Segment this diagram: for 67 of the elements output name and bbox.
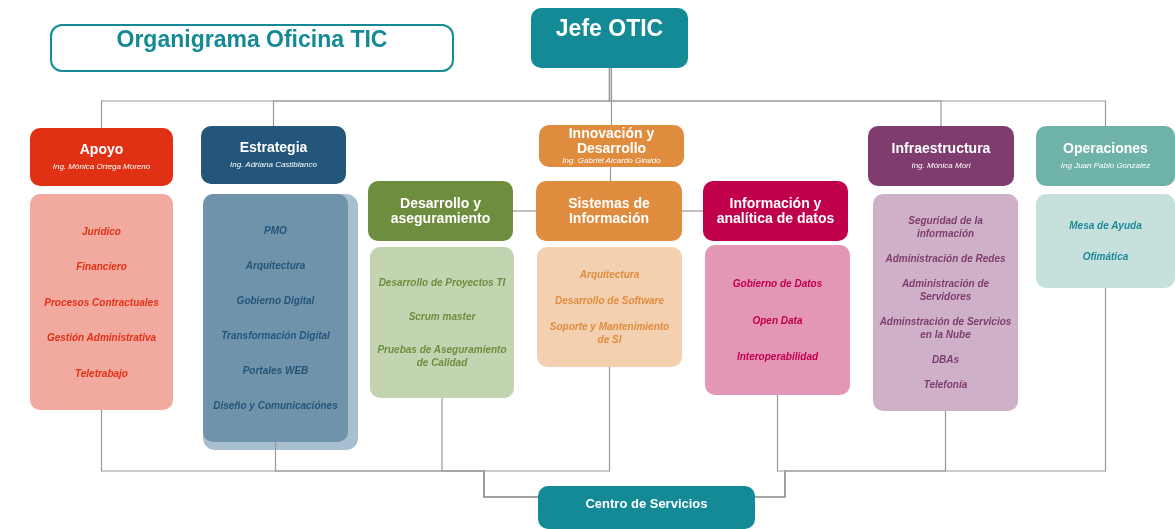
- connector-line: [610, 67, 613, 126]
- unit-name: Información y analítica de datos: [715, 196, 836, 226]
- unit-box: [868, 126, 1014, 186]
- list-item: Administración de Redes: [885, 252, 1006, 265]
- list-item: Gestión Administrativa: [46, 331, 157, 344]
- unit-box: [531, 8, 688, 68]
- unit-name: Jefe OTIC: [555, 16, 664, 41]
- connector-line: [512, 210, 537, 212]
- unit-box: [201, 126, 346, 184]
- manager-name: Ing. Mónica Mori: [911, 161, 971, 171]
- manager-name: Ing. Mónica Ortega Moreno: [52, 162, 151, 172]
- unit-name: Operaciones: [1063, 141, 1148, 156]
- list-item: Scrum master: [408, 309, 476, 323]
- item-list-card: [1036, 194, 1175, 288]
- unit-box: [539, 125, 684, 167]
- manager-name: Ing Juan Pablo Gonzalez: [1060, 161, 1151, 171]
- list-item: Pruebas de Aseguramiento de Calidad: [376, 343, 508, 370]
- list-item: Gobierno de Datos: [732, 276, 823, 290]
- list-item: Telefonía: [923, 378, 968, 391]
- unit-name: Estrategia: [239, 140, 308, 155]
- unit-box: [538, 486, 755, 529]
- list-item: Desarrollo de Software: [555, 294, 664, 307]
- list-item: Portales WEB: [242, 364, 309, 377]
- list-item: Ofimática: [1082, 249, 1129, 263]
- unit-name: Infraestructura: [891, 141, 991, 156]
- unit-box: [536, 181, 682, 241]
- item-list-card: [203, 194, 348, 442]
- list-item: Diseño y Comunicaciónes: [213, 399, 338, 412]
- item-list-card: [370, 247, 514, 398]
- list-item: Arquitectura: [579, 268, 640, 281]
- unit-box: [30, 128, 173, 186]
- list-item: Desarrollo de Proyectos TI: [378, 275, 506, 289]
- unit-box: [703, 181, 848, 241]
- list-item: Jurídico: [82, 224, 121, 238]
- manager-name: Ing. Adriana Castiblanco: [230, 160, 317, 170]
- unit-name: Sistemas de Información: [567, 196, 651, 226]
- list-item: DBAs: [931, 353, 960, 366]
- list-item: Open Data: [752, 313, 803, 327]
- connector-line: [681, 210, 704, 212]
- item-list-card: [30, 194, 173, 410]
- connector-line: [608, 67, 1107, 127]
- unit-name: Centro de Servicios: [585, 496, 708, 511]
- unit-box: [1036, 126, 1175, 186]
- unit-name: Innovación y Desarrollo: [567, 125, 656, 156]
- connector-line: [754, 287, 1107, 498]
- item-list-card: [873, 194, 1018, 411]
- list-item: Adminstración de Servicios en la Nube: [879, 315, 1012, 341]
- item-list-card: [705, 245, 850, 395]
- list-item: Procesos Contractuales: [44, 295, 159, 309]
- list-item: Mesa de Ayuda: [1069, 219, 1142, 233]
- manager-name: Ing. Gabriel Aicardo Giraldo: [562, 157, 661, 167]
- unit-name: Apoyo: [79, 142, 124, 157]
- item-list-card: [537, 247, 682, 367]
- list-item: PMO: [264, 224, 287, 237]
- list-item: Gobierno Digital: [236, 294, 315, 307]
- list-item: Interoperabilidad: [736, 350, 819, 364]
- list-item: Transformación Digital: [221, 329, 330, 342]
- list-item: Seguridad de la información: [907, 214, 984, 240]
- unit-name: Desarrollo y aseguramiento: [389, 196, 492, 226]
- list-item: Financiero: [76, 260, 127, 273]
- list-item: Teletrabajo: [75, 366, 128, 380]
- list-item: Soporte y Mantenimiento de SI: [548, 320, 671, 346]
- unit-box: [368, 181, 513, 241]
- connector-line: [483, 366, 611, 498]
- list-item: Administración de Servidores: [900, 277, 991, 303]
- title: Organigrama Oficina TIC: [50, 24, 454, 72]
- list-item: Arquitectura: [245, 259, 306, 272]
